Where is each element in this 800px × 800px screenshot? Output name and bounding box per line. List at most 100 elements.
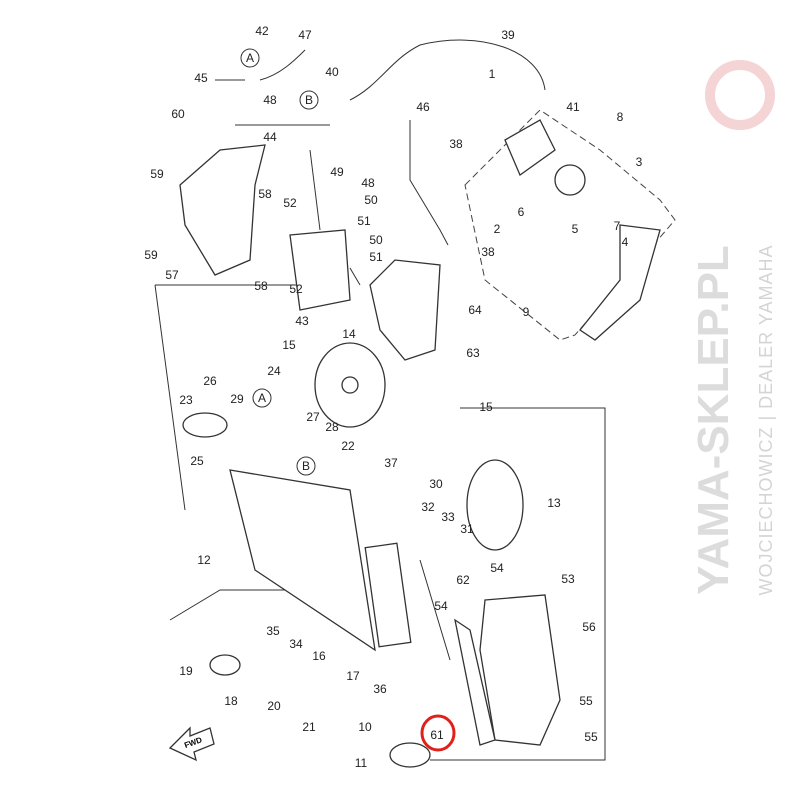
part-label-37: 37: [384, 456, 398, 470]
marker-circle-A: [252, 388, 272, 408]
part-label-34: 34: [289, 637, 303, 651]
forward-arrow: FWD: [168, 726, 215, 762]
bracket-61: [454, 618, 496, 746]
part-label-46: 46: [416, 100, 430, 114]
part-label-22: 22: [341, 439, 355, 453]
part-label-53: 53: [561, 572, 575, 586]
part-label-14: 14: [342, 327, 356, 341]
part-label-29: 29: [230, 392, 244, 406]
hose-49: [309, 149, 321, 231]
parts: [179, 119, 661, 768]
hose-46: [409, 120, 449, 246]
part-label-55: 55: [584, 730, 598, 744]
part-label-2: 2: [494, 222, 501, 236]
hose-47: [259, 49, 306, 81]
part-label-31: 31: [460, 522, 474, 536]
part-label-54: 54: [490, 561, 504, 575]
cover-53: [479, 594, 561, 746]
part-label-27: 27: [306, 410, 320, 424]
part-label-13: 13: [547, 496, 561, 510]
watermark-dealer: WOJCIECHOWICZ | DEALER YAMAHA: [756, 244, 776, 595]
part-label-44: 44: [263, 130, 277, 144]
part-label-48: 48: [263, 93, 277, 107]
part-label-24: 24: [267, 364, 281, 378]
marker-label-A: A: [258, 391, 266, 405]
thermostat-dashed-box: [464, 109, 676, 341]
part-label-19: 19: [179, 664, 193, 678]
marker-circle-B: [299, 90, 319, 110]
part-label-5: 5: [572, 222, 579, 236]
hose-3: [579, 224, 661, 341]
reservoir-tank-43: [289, 229, 351, 311]
part-label-54: 54: [434, 599, 448, 613]
fan-box-line: [430, 407, 606, 761]
part-label-20: 20: [267, 699, 281, 713]
part-label-23: 23: [179, 393, 193, 407]
part-label-26: 26: [203, 374, 217, 388]
part-label-15: 15: [282, 338, 296, 352]
part-label-38: 38: [449, 137, 463, 151]
watermark-logo-icon: [705, 60, 775, 130]
part-label-4: 4: [622, 235, 629, 249]
part-label-62: 62: [456, 573, 470, 587]
part-label-59: 59: [150, 167, 164, 181]
watermark: YAMA-SKLEP.PL WOJCIECHOWICZ | DEALER YAM…: [689, 60, 776, 596]
part-label-52: 52: [283, 196, 297, 210]
part-label-32: 32: [421, 500, 435, 514]
part-label-52: 52: [289, 282, 303, 296]
part-label-55: 55: [579, 694, 593, 708]
part-label-3: 3: [636, 155, 643, 169]
reservoir-tank-63: [369, 259, 441, 361]
part-label-25: 25: [190, 454, 204, 468]
radiator-12: [229, 469, 376, 652]
part-label-9: 9: [523, 305, 530, 319]
hose-18: [209, 654, 241, 676]
thermostat-housing: [504, 119, 556, 176]
part-label-16: 16: [312, 649, 326, 663]
marker-circle-B: [296, 456, 316, 476]
part-label-48: 48: [361, 176, 375, 190]
marker-label-B: B: [302, 459, 310, 473]
part-label-57: 57: [165, 268, 179, 282]
part-label-28: 28: [325, 420, 339, 434]
part-label-61: 61: [430, 728, 444, 742]
part-label-63: 63: [466, 346, 480, 360]
hose-11: [389, 742, 431, 768]
part-label-7: 7: [614, 219, 621, 233]
part-label-35: 35: [266, 624, 280, 638]
part-label-50: 50: [364, 193, 378, 207]
leader-lines: [215, 79, 330, 126]
part-label-50: 50: [369, 233, 383, 247]
fwd-arrow-icon: [168, 726, 215, 762]
part-label-30: 30: [429, 477, 443, 491]
part-label-33: 33: [441, 510, 455, 524]
part-label-51: 51: [357, 214, 371, 228]
part-label-36: 36: [373, 682, 387, 696]
part-label-60: 60: [171, 107, 185, 121]
part-label-45: 45: [194, 71, 208, 85]
part-label-51: 51: [369, 250, 383, 264]
part-label-43: 43: [295, 314, 309, 328]
part-label-17: 17: [346, 669, 360, 683]
fan-hub: [341, 376, 359, 394]
fan-13: [466, 459, 524, 551]
cap-23: [182, 412, 228, 438]
part-label-58: 58: [254, 279, 268, 293]
marker-circle-A: [240, 48, 260, 68]
part-label-49: 49: [330, 165, 344, 179]
part-label-56: 56: [582, 620, 596, 634]
part-label-10: 10: [358, 720, 372, 734]
part-label-64: 64: [468, 303, 482, 317]
part-label-38: 38: [481, 245, 495, 259]
part-label-39: 39: [501, 28, 515, 42]
part-label-47: 47: [298, 28, 312, 42]
part-label-40: 40: [325, 65, 339, 79]
part-label-6: 6: [518, 205, 525, 219]
part-label-18: 18: [224, 694, 238, 708]
part-label-42: 42: [255, 24, 269, 38]
part-label-1: 1: [489, 67, 496, 81]
